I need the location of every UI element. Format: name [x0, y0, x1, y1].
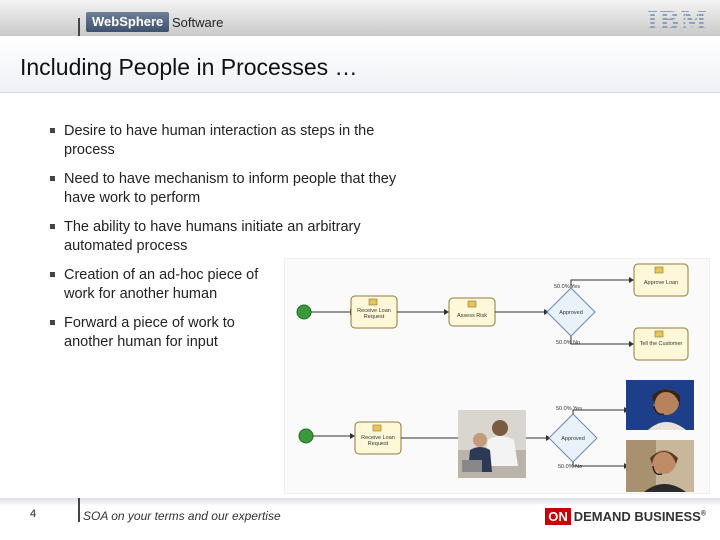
no-branch-label: 50.0% No [556, 340, 580, 346]
bullet-item: Forward a piece of work to another human… [50, 314, 262, 352]
tell-customer-task [633, 327, 689, 361]
tell-customer-label: Tell the Customer [639, 341, 683, 347]
approved-label: Approved [559, 310, 583, 316]
headset-agent-photo-2 [626, 440, 694, 492]
approve-loan-label: Approve Loan [643, 280, 679, 286]
yes-branch-label-2: 50.0% Yes [556, 406, 582, 412]
odb-text: DEMAND BUSINESS [573, 509, 701, 524]
title-band [0, 36, 720, 93]
bullet-text: Forward a piece of work to another human… [64, 315, 235, 350]
receive-loan-label: Receive Loan Request [357, 308, 391, 320]
bullet-text: Desire to have human interaction as step… [64, 123, 375, 158]
software-label: Software [172, 15, 224, 30]
websphere-brand: WebSphere [86, 12, 170, 32]
bullet-square-icon [50, 176, 55, 181]
odb-registered-mark: ® [700, 510, 706, 518]
bullet-list: Desire to have human interaction as step… [50, 122, 410, 362]
bullet-text: Creation of an ad-hoc piece of work for … [64, 267, 259, 302]
bullet-item: Desire to have human interaction as step… [50, 122, 410, 160]
bullet-item: Need to have mechanism to inform people … [50, 170, 410, 208]
start-event-icon [296, 304, 312, 320]
start-event-icon [298, 428, 314, 444]
ibm-logo: IBM [646, 6, 708, 35]
task-icon [467, 300, 477, 308]
slide-title: Including People in Processes … [20, 54, 358, 80]
assess-risk-label: Assess Risk [457, 313, 487, 319]
page-number: 4 [30, 508, 37, 520]
bullet-square-icon [50, 224, 55, 229]
yes-branch-label: 50.0% Yes [554, 284, 580, 290]
bullet-text: The ability to have humans initiate an a… [64, 219, 361, 254]
task-icon [654, 266, 664, 274]
approve-loan-task [633, 263, 689, 297]
bullet-item: The ability to have humans initiate an a… [50, 218, 395, 256]
task-icon [654, 330, 664, 338]
bullet-square-icon [50, 128, 55, 133]
header-divider [78, 18, 80, 36]
bullet-square-icon [50, 320, 55, 325]
bullet-square-icon [50, 272, 55, 277]
odb-on-mark: ON [545, 508, 571, 525]
receive-loan-label-2: Receive Loan Request [361, 435, 395, 447]
task-icon [372, 424, 382, 432]
task-icon [368, 298, 378, 306]
office-workers-photo [458, 410, 526, 478]
bullet-text: Need to have mechanism to inform people … [64, 171, 397, 206]
footer-tagline: SOA on your terms and our expertise [83, 509, 281, 523]
bullet-item: Creation of an ad-hoc piece of work for … [50, 266, 262, 304]
headset-agent-photo [626, 380, 694, 430]
footer-band [0, 498, 720, 506]
no-branch-label-2: 50.0% No [558, 464, 582, 470]
footer-divider [78, 498, 80, 522]
approved-label-2: Approved [561, 436, 585, 442]
